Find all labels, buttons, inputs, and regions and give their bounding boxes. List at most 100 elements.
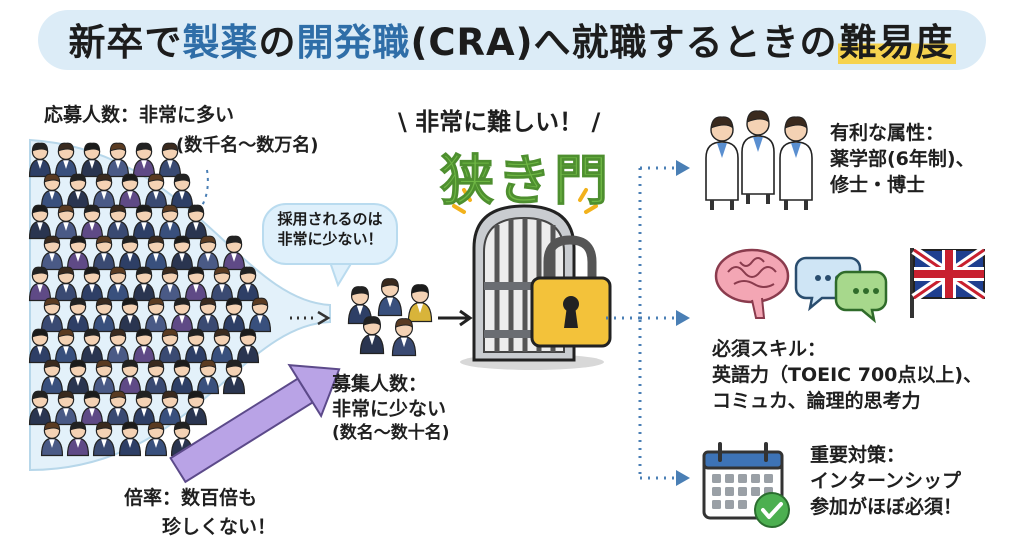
title-part1: 新卒で — [68, 21, 183, 64]
person-figure — [54, 204, 78, 240]
difficulty-exclaim-text: 非常に難しい！ — [415, 108, 584, 136]
person-figure — [66, 173, 90, 209]
person-figure — [80, 204, 104, 240]
person-figure — [222, 297, 246, 333]
person-figure — [28, 204, 52, 240]
ratio-line1: 倍率：数百倍も — [124, 487, 258, 509]
openings-line2: 非常に少ない — [332, 398, 447, 421]
person-figure — [54, 328, 78, 364]
person-figure — [222, 235, 246, 271]
speech-bubbles-icon — [794, 256, 888, 324]
person-figure — [210, 328, 234, 364]
person-figure — [144, 297, 168, 333]
person-figure — [54, 390, 78, 426]
person-figure — [40, 235, 64, 271]
small-group-icon — [347, 278, 433, 357]
person-figure — [106, 266, 130, 302]
person-figure — [80, 142, 104, 178]
doctor-figure — [779, 116, 813, 210]
hired-bubble-line2: 非常に少ない！ — [277, 230, 383, 249]
skills-label: 必須スキル： 英語力（TOEIC 700点以上)、 コミュカ、論理的思考力 — [712, 336, 982, 415]
person-figure — [184, 266, 208, 302]
person-figure — [132, 266, 156, 302]
person-figure — [158, 328, 182, 364]
doctor-figure — [705, 116, 739, 210]
person-figure — [236, 266, 260, 302]
padlock-icon — [530, 235, 612, 348]
ratio-label: 倍率：数百倍も 珍しくない！ — [124, 484, 276, 541]
person-figure — [170, 297, 194, 333]
openings-line1: 募集人数： — [332, 373, 428, 395]
person-figure — [196, 297, 220, 333]
person-figure — [66, 359, 90, 395]
person-figure — [132, 328, 156, 364]
person-figure — [28, 390, 52, 426]
person-figure — [347, 286, 373, 325]
measures-line2: インターンシップ — [810, 470, 962, 493]
person-figure — [106, 328, 130, 364]
person-figure — [158, 390, 182, 426]
difficulty-exclaim: \ 非常に難しい！ / — [398, 108, 601, 136]
person-figure — [210, 266, 234, 302]
person-figure — [158, 142, 182, 178]
title-part4: 開発職 — [296, 21, 411, 64]
person-figure — [66, 421, 90, 457]
title-band — [38, 10, 986, 70]
person-figure — [28, 266, 52, 302]
person-figure — [28, 142, 52, 178]
person-figure — [158, 204, 182, 240]
person-figure — [106, 390, 130, 426]
skills-line2: 英語力（TOEIC 700点以上)、 — [712, 364, 983, 387]
person-figure — [236, 328, 260, 364]
bubble-pointer — [328, 261, 354, 288]
applicants-connector — [194, 169, 209, 216]
person-figure — [196, 235, 220, 271]
person-figure — [106, 204, 130, 240]
title-part3: の — [258, 21, 297, 64]
person-figure — [118, 173, 142, 209]
person-figure — [118, 421, 142, 457]
narrow-gate-label: 狭き門 — [440, 149, 611, 213]
applicants-range: (数千名〜数万名) — [176, 135, 319, 156]
person-figure — [196, 359, 220, 395]
openings-line3: (数名〜数十名) — [332, 423, 450, 444]
person-figure — [40, 173, 64, 209]
person-figure — [184, 204, 208, 240]
person-figure — [132, 142, 156, 178]
person-figure — [28, 328, 52, 364]
title-part6: 難易度 — [837, 21, 956, 64]
person-figure — [92, 235, 116, 271]
person-figure — [92, 173, 116, 209]
crowd-icon — [28, 142, 272, 457]
person-figure — [80, 266, 104, 302]
doctors-icon — [705, 110, 813, 210]
person-figure — [144, 235, 168, 271]
calendar-check-icon — [702, 442, 790, 528]
branch-connectors — [606, 166, 676, 480]
person-figure — [377, 278, 403, 317]
person-figure — [144, 421, 168, 457]
measures-line1: 重要対策： — [810, 444, 906, 466]
title-part5: (CRA)へ就職するときの — [410, 21, 838, 64]
person-figure — [92, 421, 116, 457]
ratio-line2: 珍しくない！ — [162, 515, 277, 538]
person-figure — [170, 359, 194, 395]
person-figure — [359, 316, 385, 355]
person-figure — [106, 142, 130, 178]
person-figure — [54, 142, 78, 178]
person-figure — [118, 235, 142, 271]
attributes-line1: 有利な属性： — [830, 122, 945, 144]
attributes-line2: 薬学部(6年制)、 — [830, 148, 975, 171]
person-figure — [54, 266, 78, 302]
person-figure — [92, 297, 116, 333]
person-figure — [40, 359, 64, 395]
person-figure — [170, 235, 194, 271]
person-figure — [118, 297, 142, 333]
person-figure — [184, 390, 208, 426]
attributes-line3: 修士・博士 — [830, 174, 926, 197]
person-figure — [118, 359, 142, 395]
brain-icon — [714, 248, 790, 319]
uk-flag-icon — [910, 246, 987, 318]
person-figure — [158, 266, 182, 302]
person-figure — [144, 173, 168, 209]
